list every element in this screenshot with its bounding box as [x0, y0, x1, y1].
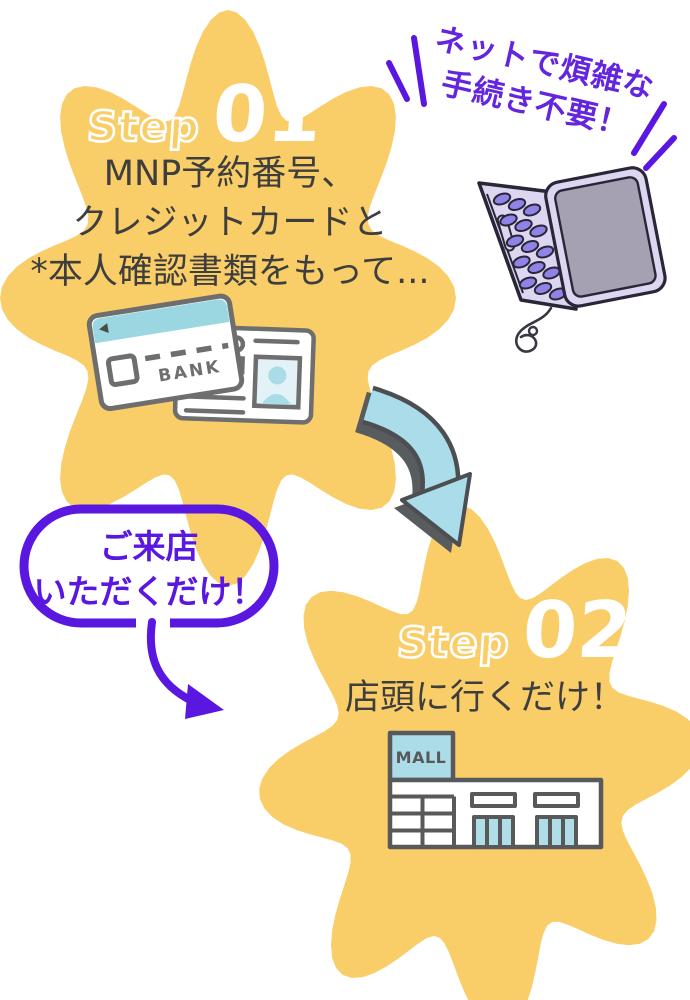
step1-description-line-1: MNP予約番号、 — [103, 154, 357, 194]
credit-card-illustration: BANK — [86, 293, 245, 412]
step2-label: Step — [394, 617, 513, 669]
id-card-photo — [251, 354, 303, 410]
credit-card-stripe — [92, 299, 230, 344]
laptop-screen — [544, 166, 667, 308]
laptop-key — [514, 218, 533, 233]
laptop-key — [522, 203, 542, 217]
laptop-illustration — [477, 166, 667, 353]
bubble-arrow-head — [185, 684, 224, 719]
speech-bubble-line-2: いただくだけ！ — [33, 572, 265, 611]
laptop-key — [505, 234, 525, 248]
mall-window-grid — [392, 794, 456, 845]
speech-bubble — [19, 504, 279, 719]
laptop-key — [507, 197, 527, 212]
speech-bubble-line-1: ご来店 — [99, 527, 199, 566]
cable-loop — [527, 325, 539, 337]
laptop-cable — [514, 306, 553, 353]
step1-description-line-3: *本人確認書類をもって... — [30, 252, 430, 292]
laptop-key — [492, 192, 512, 206]
laptop-display — [554, 176, 657, 298]
laptop-key — [535, 245, 555, 259]
mall-building-illustration: MALL — [387, 730, 604, 850]
step2-number: 02 — [519, 586, 635, 676]
step2-flower-shape — [259, 505, 690, 1000]
step2-description: 店頭に行くだけ！ — [344, 678, 625, 718]
card-number-dashes — [144, 342, 229, 362]
person-silhouette-icon — [261, 393, 292, 406]
bubble-arrow-stem — [146, 618, 196, 705]
laptop-key — [533, 281, 553, 296]
blue-curved-arrow — [354, 385, 472, 553]
laptop-key — [520, 239, 540, 254]
step1-label: Step — [84, 101, 203, 153]
step1-number: 01 — [209, 70, 325, 160]
mall-sign-label: MALL — [396, 748, 447, 767]
mall-upper-window-left — [470, 792, 517, 808]
laptop-key — [512, 255, 531, 269]
laptop-key — [499, 213, 518, 227]
laptop-key — [518, 276, 538, 290]
speech-bubble-text: ご来店 いただくだけ！ — [24, 524, 274, 614]
step2-heading: Step 02 — [394, 586, 635, 676]
step1-heading: Step 01 — [84, 70, 325, 160]
mall-upper-window-right — [533, 792, 580, 808]
mall-door-right — [535, 815, 578, 849]
laptop-keys — [492, 192, 568, 301]
step1-description-line-2: クレジットカードと — [72, 203, 388, 243]
mall-door-left — [472, 815, 515, 849]
card-chip — [105, 353, 140, 388]
laptop-key — [527, 260, 546, 275]
emphasis-lines — [386, 35, 677, 171]
blue-arrow-head — [400, 472, 472, 547]
laptop-key — [529, 224, 548, 238]
card-arrow-icon — [99, 323, 109, 333]
step1-description: MNP予約番号、 クレジットカードと *本人確認書類をもって... — [20, 150, 440, 297]
mall-sign — [387, 730, 456, 783]
